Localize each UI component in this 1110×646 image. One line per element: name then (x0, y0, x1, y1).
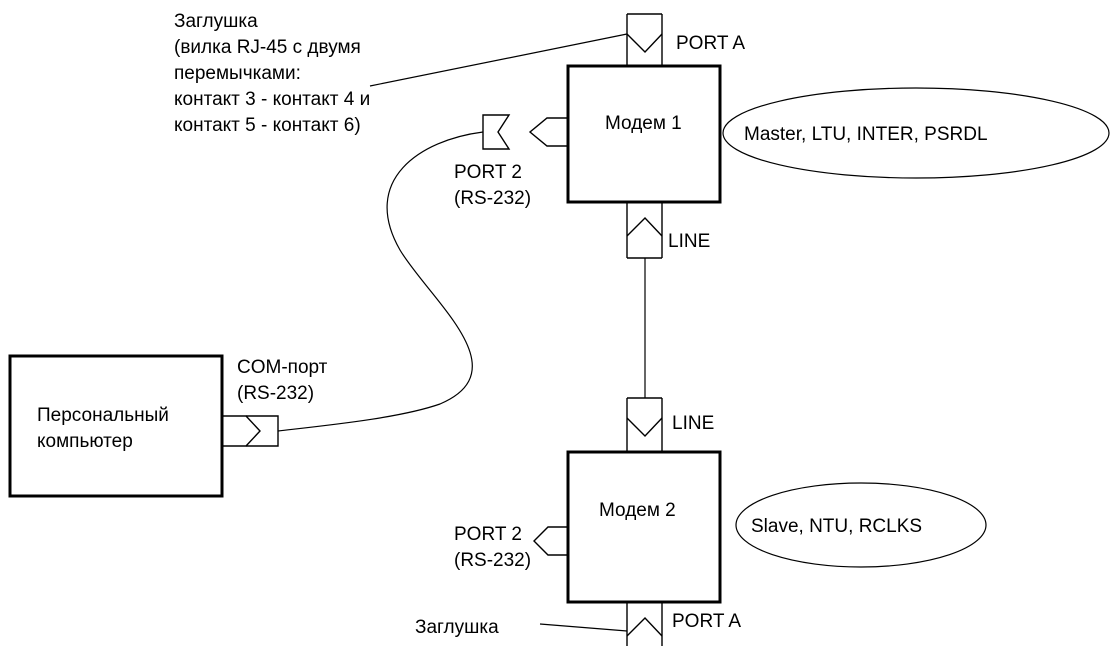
plug-top-label-1: Заглушка (174, 11, 258, 32)
modem1-line-connector (626, 202, 663, 259)
modem2-port2-label: PORT 2 (454, 524, 522, 545)
modem1-settings-ellipse (722, 87, 1110, 179)
plug-top-leader (369, 33, 628, 87)
plug-bottom-label: Заглушка (415, 617, 499, 638)
modem2-box (566, 450, 722, 604)
pc-com-port-socket (222, 415, 261, 447)
modem2-line-label: LINE (672, 413, 714, 434)
plug-top-label-4: контакт 3 - контакт 4 и (174, 89, 370, 110)
modem1-port2-sub: (RS-232) (454, 188, 531, 209)
pc-title-line1: Персональный (37, 405, 169, 426)
modem1-port-a-connector (626, 13, 663, 66)
plug-top-label-5: контакт 5 - контакт 6) (174, 115, 361, 136)
modem1-port2-socket (528, 117, 568, 147)
modem1-plug (482, 114, 511, 150)
pc-com-port-sub: (RS-232) (237, 383, 314, 404)
modem1-settings: Master, LTU, INTER, PSRDL (744, 124, 988, 145)
modem1-line-label: LINE (668, 231, 710, 252)
modem2-port-a-label: PORT A (672, 611, 741, 632)
modem2-settings: Slave, NTU, RCLKS (751, 516, 922, 537)
modem2-title: Модем 2 (599, 500, 676, 521)
plug-top-label-3: перемычками: (174, 63, 301, 84)
serial-cable (277, 131, 484, 432)
modem1-title: Модем 1 (605, 113, 682, 134)
modem2-port-a-connector (626, 602, 663, 646)
modem2-line-connector (626, 397, 663, 452)
plug-bottom-leader (539, 623, 628, 632)
modem2-settings-ellipse (735, 482, 987, 568)
pc-title-line2: компьютер (37, 431, 133, 452)
modem1-port2-label: PORT 2 (454, 162, 522, 183)
modem2-port2-socket (533, 526, 568, 556)
pc-box (8, 354, 224, 498)
plug-top-label-2: (вилка RJ-45 с двумя (174, 37, 361, 58)
modem2-port2-sub: (RS-232) (454, 550, 531, 571)
modem1-port-a-label: PORT A (676, 33, 745, 54)
pc-com-port-label: COM-порт (237, 357, 328, 378)
modem1-box (566, 64, 722, 204)
